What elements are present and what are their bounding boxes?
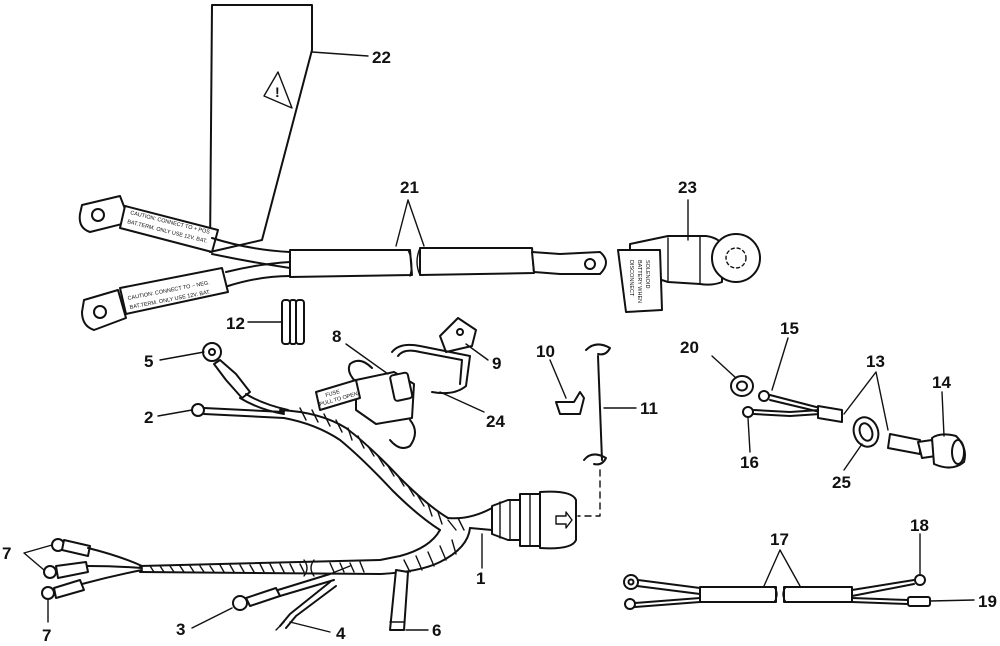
retainer-11: [577, 343, 611, 517]
solenoid-caution-tag: [617, 249, 663, 313]
callout-14: 14: [932, 373, 951, 392]
svg-text:BATTERY WHEN: BATTERY WHEN: [636, 260, 642, 303]
positive-cable: [211, 237, 291, 269]
fuse-tag: [315, 379, 361, 411]
callout-6: 6: [432, 621, 441, 640]
callout-7-upper: 7: [2, 544, 11, 563]
callout-12: 12: [226, 314, 245, 333]
callout-2: 2: [144, 408, 153, 427]
callout-24: 24: [486, 412, 505, 431]
wire-4: [275, 581, 337, 631]
ring-terminal: [711, 233, 761, 283]
callout-1: 1: [476, 569, 485, 588]
svg-text:DISCONNECT: DISCONNECT: [628, 260, 634, 297]
wire-15: [758, 390, 821, 413]
wire-2: [191, 403, 285, 419]
wire-6: [389, 569, 409, 631]
harness-connector-plug: [491, 499, 521, 541]
negative-eyelet-hole: [93, 305, 107, 319]
extension-harness-17: [623, 574, 931, 610]
callout-15: 15: [780, 319, 799, 338]
callout-4: 4: [336, 624, 346, 643]
callout-16: 16: [740, 453, 759, 472]
clip-10: [555, 391, 585, 415]
svg-text:SOLENOID: SOLENOID: [644, 260, 650, 288]
negative-caution-tag: [119, 267, 229, 315]
callout-13: 13: [866, 352, 885, 371]
negative-cable: [225, 261, 291, 287]
callout-20: 20: [680, 338, 699, 357]
callout-3: 3: [176, 620, 185, 639]
callout-23: 23: [678, 178, 697, 197]
wire-ends-7: [41, 538, 143, 600]
cable-sleeve-left: [289, 249, 413, 278]
callout-25: 25: [832, 473, 851, 492]
callout-19: 19: [978, 592, 997, 611]
nut-20: [730, 375, 754, 397]
fuse-holder: FUSE PULL TO OPEN: [315, 359, 416, 449]
wire-16: [742, 406, 821, 418]
negative-terminal-eyelet: [81, 289, 127, 331]
warning-decal: [209, 4, 313, 253]
callout-numbers: 22 21 23 12 8 9 24 5 2 10 11 7 7 3 4 6 1…: [2, 48, 997, 645]
bracket-24: [391, 343, 471, 395]
sleeve-13: [817, 405, 921, 455]
wire-3: [232, 565, 351, 611]
callout-11: 11: [640, 399, 658, 418]
positive-eyelet-hole: [91, 208, 105, 222]
callout-21: 21: [400, 178, 419, 197]
grommet: [281, 299, 305, 345]
positive-caution-tag: [119, 205, 219, 253]
main-wiring-harness: [139, 407, 577, 577]
callout-18: 18: [910, 516, 929, 535]
clip-9: [439, 317, 477, 353]
callout-10: 10: [536, 342, 555, 361]
callout-22: 22: [372, 48, 391, 67]
arrow-icon: [555, 511, 573, 529]
ground-wire-5: [202, 342, 289, 415]
svg-text:!: !: [275, 84, 280, 100]
callout-5: 5: [144, 352, 153, 371]
cable-sleeve-right: [419, 247, 535, 276]
battery-cable-assembly: ! CAUTION: CONNECT TO + POS BAT.TERM. ON…: [78, 4, 761, 331]
ignition-switch-14: [917, 433, 966, 469]
leader-lines: [23, 51, 975, 633]
callout-8: 8: [332, 327, 341, 346]
callout-9: 9: [492, 354, 501, 373]
callout-17: 17: [770, 530, 789, 549]
warning-triangle-icon: [263, 71, 293, 109]
callout-7-lower: 7: [42, 626, 51, 645]
svg-text:FUSE: FUSE: [325, 389, 341, 399]
